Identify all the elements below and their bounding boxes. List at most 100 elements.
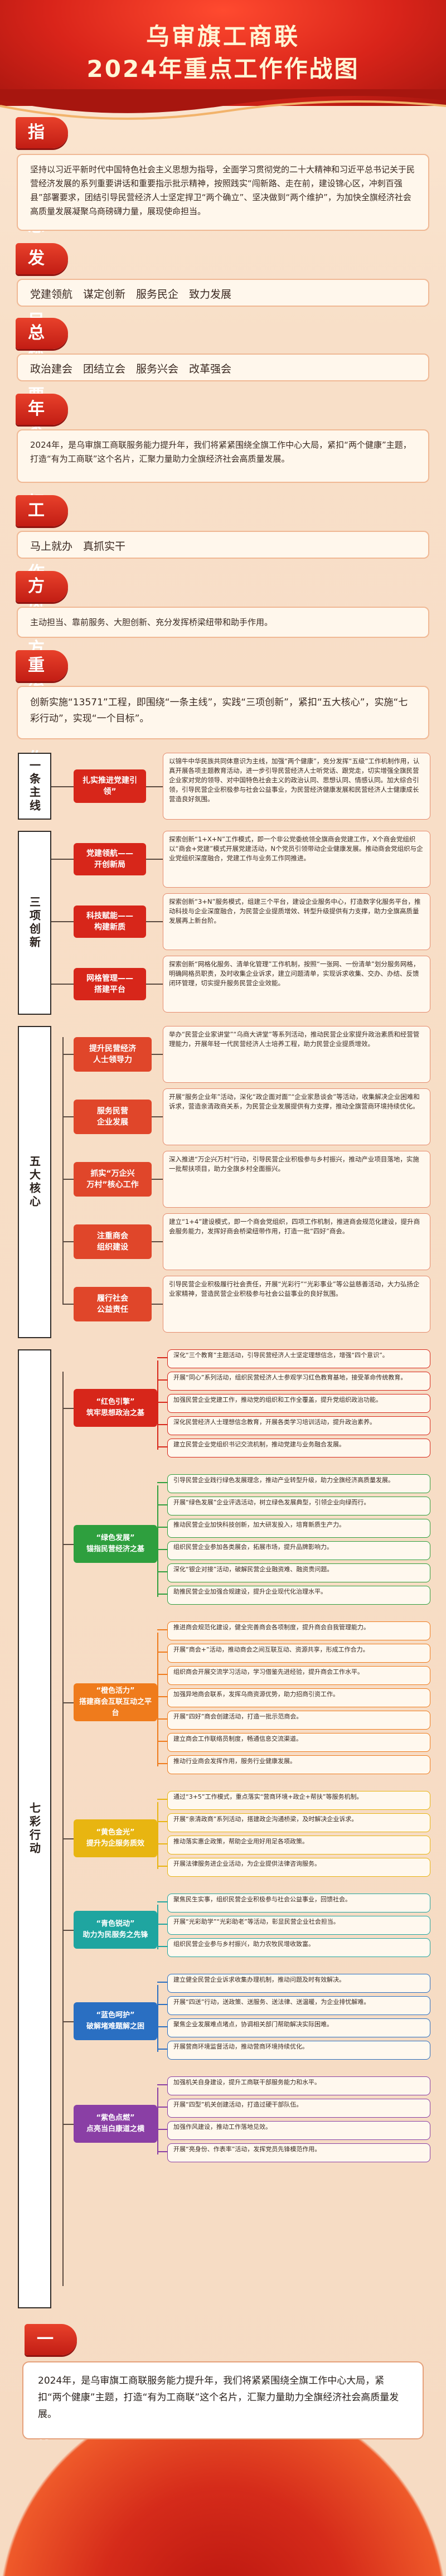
connector: [157, 1718, 167, 1720]
connector: [152, 1179, 163, 1180]
action-title: “青色锐动” 助力为民服务之先锋: [74, 1911, 157, 1949]
req-card: 政治建会 团结立会 服务兴会 改革强会: [17, 354, 429, 381]
header-banner: 乌审旗工商联 2024年重点工作作战图: [0, 0, 446, 106]
connector: [62, 1372, 64, 2286]
node-title: 科技赋能—— 构建新质: [74, 906, 146, 938]
node-title: 注重商会 组织建设: [74, 1224, 152, 1259]
connector: [62, 2124, 74, 2125]
action-title: “绿色发展” 锚指民营经济之基: [74, 1525, 157, 1563]
connector: [157, 1741, 167, 1742]
section-heading: 发展目标: [16, 243, 68, 362]
connector: [62, 1408, 74, 1409]
section-heading: 一个目标: [25, 2324, 77, 2443]
header-wave: [0, 89, 446, 120]
connector: [157, 1402, 167, 1403]
connector: [51, 921, 74, 922]
connector: [157, 1446, 167, 1447]
action-item: 引导民营企业践行绿色发展理念，推动产业转型升级，助力全旗经济高质量发展。: [167, 1474, 430, 1493]
action-item: 组织民营企业参加各类展会，拓展市场，提升品牌影响力。: [167, 1541, 430, 1560]
section-heading: 年度目标: [16, 394, 68, 512]
connector: [51, 984, 74, 985]
group-label: 三项创新: [18, 831, 51, 1015]
action-item: 开展“四送”行动，送政策、送服务、送法律、送温暖，为企业排忧解难。: [167, 1996, 430, 2015]
connector: [157, 1924, 167, 1925]
action-item: 推动行业商会发挥作用，服务行业健康发展。: [167, 1755, 430, 1774]
action-item: 推进商会规范化建设，健全完善商会各项制度，提升商会自我管理能力。: [167, 1621, 430, 1640]
method-card: 主动担当、靠前服务、大胆创新、充分发挥桥梁纽带和助手作用。: [17, 607, 429, 638]
action-title: “蓝色呵护” 破解堵难题解之困: [74, 2002, 157, 2040]
action-title: “红色引擎” 筑牢思想政治之基: [74, 1389, 157, 1427]
connector: [157, 1821, 167, 1822]
node-title: 党建领航—— 开创新局: [74, 843, 146, 875]
node-title: 抓实“万企兴 万村”核心工作: [74, 1162, 152, 1197]
action-item: 聚焦民生实事，组织民营企业积极参与社会公益事业，回馈社会。: [167, 1894, 430, 1912]
node-text: 建立“1+4”建设模式，即一个商会党组织，四项工作机制，推进商会规范化建设，提升…: [163, 1213, 430, 1270]
style-card: 马上就办 真抓实干: [17, 531, 429, 559]
connector: [157, 1485, 158, 1597]
key-card: 创新实施“13571”工程，即围绕“一条主线”，实践“三项创新”，紧扣“五大核心…: [17, 686, 429, 739]
action-item: 建立商会工作联络员制度，畅通信息交流渠道。: [167, 1733, 430, 1752]
action-item: 开展“绿色发展”企业评选活动，树立绿色发展典型，引领企业向绿而行。: [167, 1497, 430, 1515]
action-title: “黄色金光” 提升为企服务质效: [74, 1819, 157, 1857]
connector: [146, 859, 163, 860]
connector: [157, 1763, 167, 1764]
node-text: 探索创新“3+N”服务模式，组建三个平台，建设企业服务中心，打造数字化服务平台，…: [163, 893, 430, 950]
action-title: “橙色活力” 搭建商会互联互动之平台: [74, 1683, 157, 1721]
action-item: 开展“四好”商会创建活动，打造一批示范商会。: [167, 1711, 430, 1730]
action-item: 开展“商会+”活动，推动商会之间互联互动、资源共享，形成工作合力。: [167, 1644, 430, 1663]
connector: [157, 2049, 167, 2050]
connector: [157, 1482, 167, 1483]
connector: [62, 1930, 74, 1931]
connector: [62, 1838, 74, 1839]
guide-card: 坚持以习近平新时代中国特色社会主义思想为指导，全面学习贯彻党的二十大精神和习近平…: [17, 154, 429, 231]
connector: [157, 1799, 167, 1800]
connector: [152, 1054, 163, 1055]
connector: [157, 1905, 158, 1949]
section-heading: 重点工作: [16, 650, 68, 769]
connector: [157, 1674, 167, 1675]
connector: [157, 1866, 167, 1867]
action-item: 深化“三个教育”主题活动，引导民营经济人士坚定理想信念，增强“四个意识”。: [167, 1349, 430, 1368]
action-item: 推动民营企业加快科技创新，加大研发投入，培育新质生产力。: [167, 1519, 430, 1538]
connector: [146, 786, 163, 787]
connector: [146, 984, 163, 985]
connector: [157, 1982, 167, 1983]
connector: [157, 2151, 167, 2152]
connector: [157, 1504, 167, 1505]
connector: [62, 1544, 74, 1545]
action-item: 深化“银企对接”活动，破解民营企业融资难、融资贵问题。: [167, 1563, 430, 1582]
connector: [157, 2088, 158, 2154]
node-text: 举办“民营企业家讲堂”“乌商大讲堂”等系列活动，推动民营企业家提升政治素质和经营…: [163, 1026, 430, 1083]
node-title: 提升民营经济 人士领导力: [74, 1037, 152, 1072]
connector: [157, 1652, 167, 1653]
connector: [51, 859, 74, 860]
connector: [62, 1116, 74, 1117]
connector: [157, 1549, 167, 1550]
connector: [152, 1241, 163, 1242]
section-heading: 工作作风: [16, 495, 68, 614]
connector: [62, 1702, 74, 1703]
connector: [157, 1843, 167, 1844]
action-item: 通过“3+5”工作模式，重点落实“营商环境+政企+帮扶”等服务机制。: [167, 1791, 430, 1810]
action-title: “紫色点燃” 点亮当白康道之横: [74, 2105, 157, 2143]
node-text: 以锦牛中华民族共同体意识为主线，加强“两个健康”，充分发挥“五级”工作机制作用，…: [163, 753, 430, 820]
action-item: 加强异地商会联系，发挥乌商资源优势，助力招商引资工作。: [167, 1688, 430, 1707]
action-item: 助推民营企业加强合规建设，提升企业现代化治理水平。: [167, 1586, 430, 1605]
connector: [152, 1304, 163, 1305]
section-heading: 指导思想: [16, 117, 68, 236]
connector: [62, 1304, 74, 1305]
connector: [62, 1179, 74, 1180]
action-item: 开展“亲清政商”系列活动，搭建政企沟通桥梁，及时解决企业诉求。: [167, 1813, 430, 1832]
final-card: 2024年，是乌审旗工商联服务能力提升年，我们将紧紧围绕全旗工作中心大局，紧扣“…: [22, 2361, 424, 2439]
section-heading: 方式方法: [16, 571, 68, 690]
group-label: 五大核心: [18, 1026, 51, 1338]
action-item: 聚焦企业发展难点堵点，协调相关部门帮助解决实际困难。: [167, 2018, 430, 2037]
connector: [157, 1594, 167, 1595]
connector: [157, 1802, 158, 1869]
goal-card: 党建领航 谋定创新 服务民企 致力发展: [17, 279, 429, 307]
connector: [157, 2004, 167, 2005]
connector: [157, 1985, 158, 2052]
node-title: 扎实推进党建引领”: [74, 769, 146, 803]
connector: [146, 921, 163, 922]
connector: [157, 1629, 167, 1630]
